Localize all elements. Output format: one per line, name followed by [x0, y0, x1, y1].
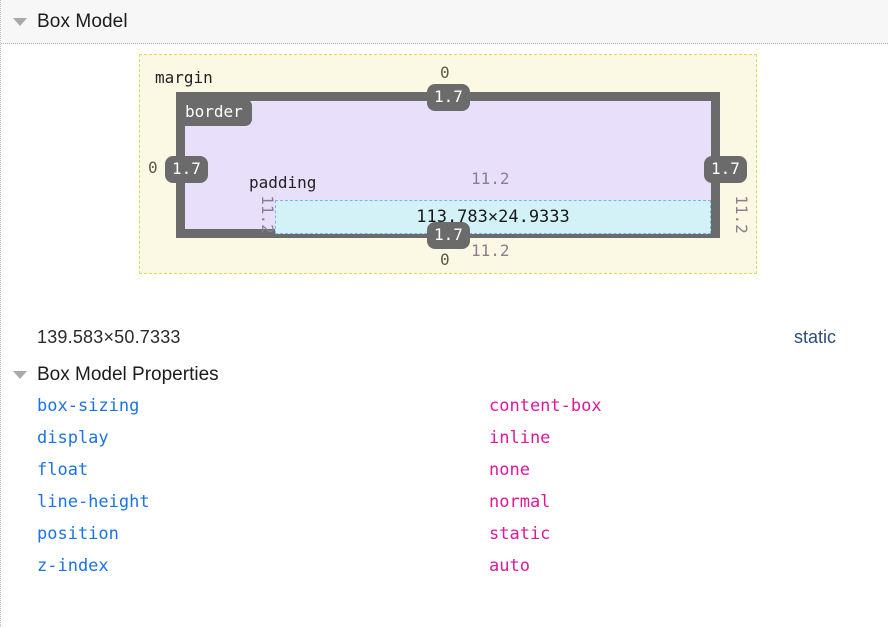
- table-row[interactable]: box-sizing content-box: [1, 396, 888, 428]
- border-left-value: 1.7: [165, 156, 208, 183]
- property-value[interactable]: none: [489, 460, 530, 480]
- table-row[interactable]: z-index auto: [1, 556, 888, 588]
- property-value[interactable]: static: [489, 524, 551, 544]
- property-name[interactable]: float: [37, 460, 89, 480]
- table-row[interactable]: line-height normal: [1, 492, 888, 524]
- border-top-value: 1.7: [427, 84, 470, 111]
- padding-right-value: 11.2: [731, 195, 751, 234]
- padding-left-value: 11.2: [257, 195, 277, 234]
- page-title: Box Model: [37, 10, 128, 32]
- margin-region-label: margin: [155, 68, 213, 87]
- property-name[interactable]: display: [37, 428, 109, 448]
- property-value[interactable]: auto: [489, 556, 530, 576]
- box-model-summary: 139.583×50.7333 static: [1, 316, 888, 358]
- properties-section-title: Box Model Properties: [37, 364, 219, 385]
- table-row[interactable]: position static: [1, 524, 888, 556]
- property-name[interactable]: box-sizing: [37, 396, 140, 416]
- border-region[interactable]: padding 11.2 11.2 11.2 11.2 113.783×24.9…: [176, 92, 751, 260]
- padding-top-value: 11.2: [471, 169, 510, 188]
- padding-region-label: padding: [249, 173, 317, 192]
- table-row[interactable]: display inline: [1, 428, 888, 460]
- position-keyword-label: static: [793, 326, 836, 347]
- margin-top-value: 0: [440, 63, 450, 82]
- content-region[interactable]: 113.783×24.9333: [275, 200, 711, 234]
- border-bottom-value: 1.7: [427, 222, 470, 249]
- margin-bottom-value: 0: [440, 250, 450, 269]
- property-name[interactable]: z-index: [37, 556, 109, 576]
- box-model-diagram: margin 0 0 0 0 padding 11.2 11.2 11.2 11…: [1, 44, 888, 316]
- margin-left-value: 0: [148, 158, 158, 177]
- margin-region[interactable]: margin 0 0 0 0 padding 11.2 11.2 11.2 11…: [139, 54, 757, 274]
- property-value[interactable]: content-box: [489, 396, 602, 416]
- total-size-label: 139.583×50.7333: [37, 326, 181, 347]
- properties-list: box-sizing content-box display inline fl…: [1, 392, 888, 588]
- box-model-properties-header[interactable]: Box Model Properties: [1, 358, 888, 392]
- property-value[interactable]: normal: [489, 492, 551, 512]
- property-name[interactable]: position: [37, 524, 119, 544]
- border-region-label: border: [176, 99, 252, 126]
- triangle-down-icon[interactable]: [13, 17, 27, 26]
- property-name[interactable]: line-height: [37, 492, 150, 512]
- box-model-section-header[interactable]: Box Model: [1, 0, 888, 44]
- border-right-value: 1.7: [704, 156, 747, 183]
- property-value[interactable]: inline: [489, 428, 551, 448]
- table-row[interactable]: float none: [1, 460, 888, 492]
- triangle-down-icon[interactable]: [13, 371, 27, 379]
- padding-bottom-value: 11.2: [471, 241, 510, 260]
